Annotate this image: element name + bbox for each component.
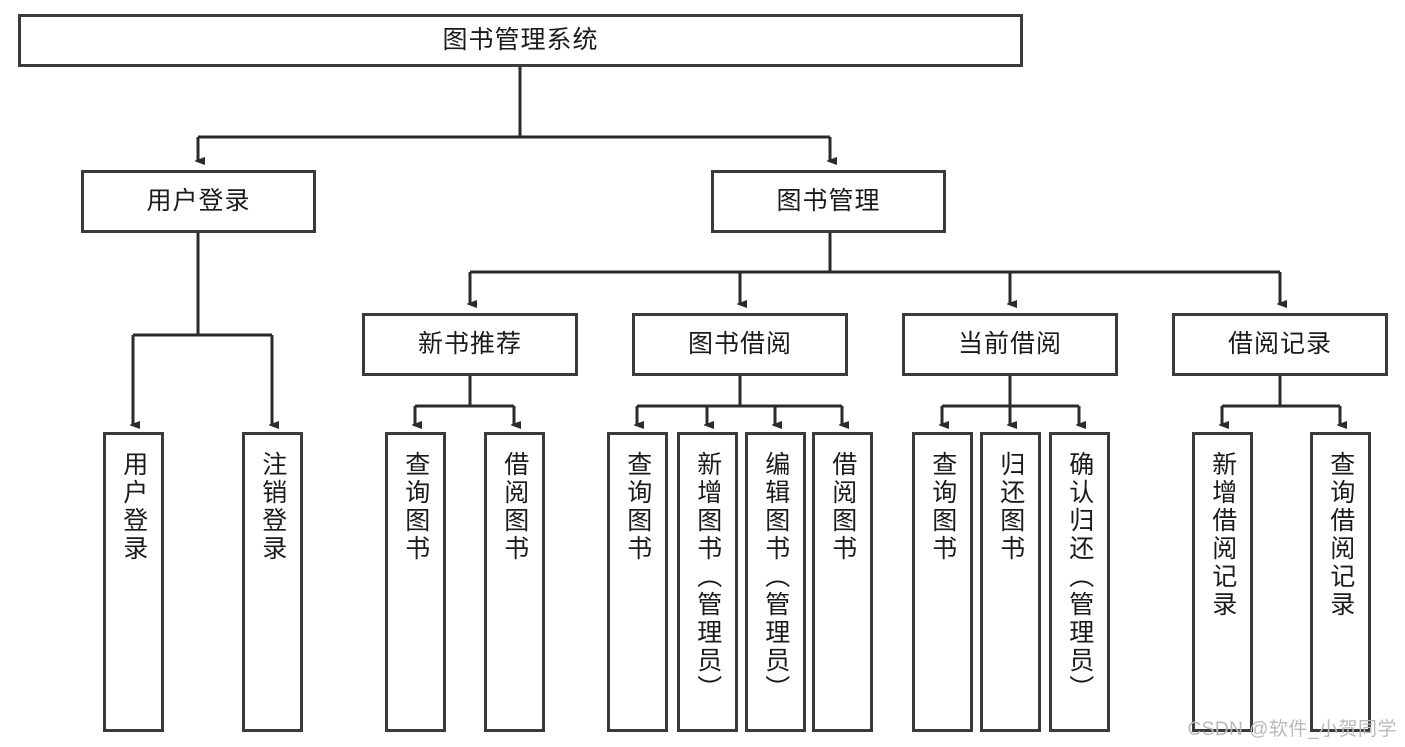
node-new-book-recommend[interactable]: 新书推荐 (362, 313, 578, 376)
node-label: 查询图书 (401, 451, 430, 563)
node-label: 新书推荐 (417, 329, 522, 358)
leaf-current-query-book[interactable]: 查询图书 (912, 432, 973, 732)
node-label: 查询图书 (928, 451, 957, 563)
node-label: 查询图书 (623, 451, 652, 563)
node-label: 查询借阅记录 (1326, 451, 1355, 619)
node-current-borrow[interactable]: 当前借阅 (902, 313, 1118, 376)
leaf-borrow-query-book[interactable]: 查询图书 (607, 432, 668, 732)
node-book-borrow[interactable]: 图书借阅 (632, 313, 848, 376)
leaf-borrow-add-book[interactable]: 新增图书（管理员） (677, 432, 738, 732)
leaf-recommend-query-book[interactable]: 查询图书 (385, 432, 446, 732)
node-label: 确认归还（管理员） (1065, 451, 1094, 703)
leaf-user-login-logout[interactable]: 注销登录 (242, 432, 303, 732)
node-label: 借阅图书 (500, 451, 529, 563)
leaf-recommend-borrow-book[interactable]: 借阅图书 (484, 432, 545, 732)
leaf-user-login-login[interactable]: 用户登录 (103, 432, 164, 732)
leaf-current-return-book[interactable]: 归还图书 (980, 432, 1041, 732)
node-label: 当前借阅 (957, 329, 1062, 358)
leaf-records-add-record[interactable]: 新增借阅记录 (1192, 432, 1253, 732)
leaf-borrow-edit-book[interactable]: 编辑图书（管理员） (745, 432, 806, 732)
watermark-text: CSDN @软件_小贺同学 (1187, 719, 1397, 740)
leaf-borrow-borrow-book[interactable]: 借阅图书 (812, 432, 873, 732)
node-book-management[interactable]: 图书管理 (711, 170, 946, 233)
node-label: 新增借阅记录 (1208, 451, 1237, 619)
node-label: 图书管理系统 (442, 25, 599, 54)
node-label: 归还图书 (996, 451, 1025, 563)
node-label: 借阅记录 (1227, 329, 1332, 358)
node-label: 编辑图书（管理员） (761, 451, 790, 703)
node-borrow-records[interactable]: 借阅记录 (1172, 313, 1388, 376)
node-label: 图书借阅 (687, 329, 792, 358)
node-label: 注销登录 (258, 451, 287, 563)
leaf-records-query-record[interactable]: 查询借阅记录 (1310, 432, 1371, 732)
node-label: 图书管理 (776, 186, 881, 215)
node-label: 借阅图书 (828, 451, 857, 563)
leaf-current-confirm-return[interactable]: 确认归还（管理员） (1049, 432, 1110, 732)
node-user-login[interactable]: 用户登录 (81, 170, 316, 233)
node-root-system[interactable]: 图书管理系统 (18, 14, 1023, 67)
node-label: 新增图书（管理员） (693, 451, 722, 703)
node-label: 用户登录 (146, 186, 251, 215)
node-label: 用户登录 (119, 451, 148, 563)
